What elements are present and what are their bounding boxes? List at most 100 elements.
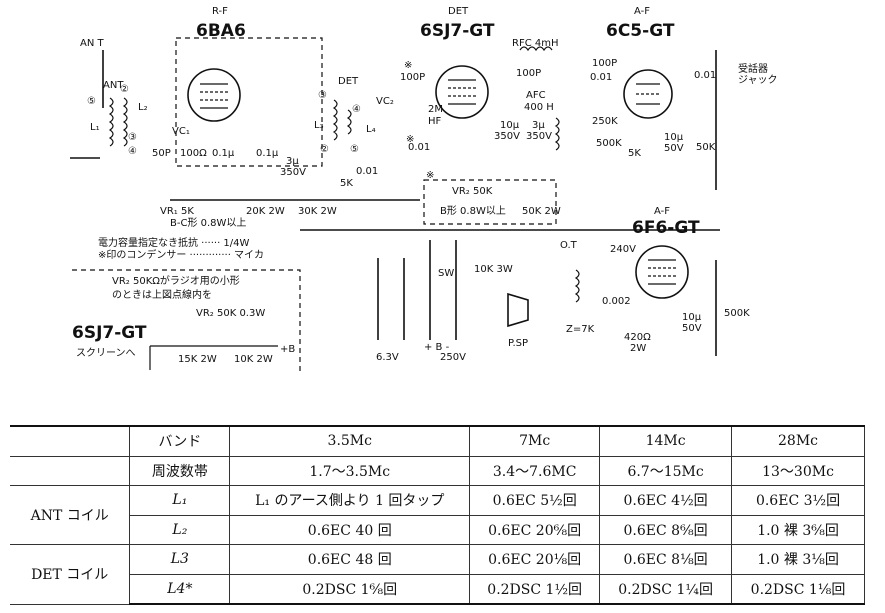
- b250-label: 250V: [440, 352, 466, 363]
- coil-num-4a: ④: [128, 146, 137, 157]
- af-tube-6c5gt: A-F 6C5-GT: [606, 6, 675, 119]
- l4-value-1: 0.2DSC 1⁶⁄₈回: [229, 573, 471, 605]
- speaker-icon: [507, 292, 529, 328]
- c001d-label: 0.01: [694, 70, 716, 81]
- r500k-b-label: 500K: [724, 308, 750, 319]
- rfc-coil: [519, 46, 553, 52]
- table-row: L4* 0.2DSC 1⁶⁄₈回 0.2DSC 1½回 0.2DSC 1¼回 0…: [10, 573, 865, 605]
- header-band-label: バンド: [129, 425, 231, 457]
- sw-label: SW: [438, 268, 454, 279]
- l2-value-3: 0.6EC 8⁶⁄₈回: [599, 514, 733, 545]
- r2m-label: 2M: [428, 104, 443, 115]
- vr2-label: VR₂ 50K: [452, 186, 493, 197]
- l2-sub: L₂: [129, 514, 231, 545]
- range-value-3: 6.7〜15Mc: [599, 455, 733, 486]
- note-dashed-border: [72, 269, 301, 372]
- ant-coil-group: ANT コイル: [10, 485, 131, 545]
- coil-winding-table: バンド 3.5Mc 7Mc 14Mc 28Mc 周波数帯 1.7〜3.5Mc 3…: [10, 425, 865, 605]
- af1-tube-envelope: [623, 69, 673, 119]
- mark-a: ※: [404, 60, 412, 71]
- c01a-label: 0.1μ: [212, 148, 235, 159]
- coil-num-3a: ③: [128, 132, 137, 143]
- coil-num-4b: ④: [352, 104, 361, 115]
- antenna-section: AN T ANT ⑤ ② ③ ④ L₁ L₂ VC₁ 50P: [80, 38, 190, 159]
- hf-label: HF: [428, 116, 442, 127]
- r20k-label: 20K 2W: [246, 206, 285, 217]
- r250k-label: 250K: [592, 116, 618, 127]
- rf-tube-role: R-F: [212, 6, 228, 17]
- table-row: バンド 3.5Mc 7Mc 14Mc 28Mc: [10, 425, 865, 457]
- phones-label: 受話器ジャック: [738, 62, 778, 86]
- table-row: 周波数帯 1.7〜3.5Mc 3.4〜7.6MC 6.7〜15Mc 13〜30M…: [10, 455, 865, 486]
- v240-label: 240V: [610, 244, 636, 255]
- supply-leads: [377, 240, 457, 340]
- table-row: ANT コイル L₁ L₁ のアース側より 1 回タップ 0.6EC 5½回 0…: [10, 485, 865, 545]
- rf-shield-box: [175, 37, 323, 167]
- af2-tube-role: A-F: [654, 206, 670, 217]
- vr1-label: VR₁ 5K: [160, 206, 194, 217]
- l1-value-2: 0.6EC 5½回: [469, 485, 601, 516]
- note-r15k-label: 15K 2W: [178, 354, 217, 365]
- header-band-2: 7Mc: [469, 425, 601, 457]
- c001a-label: 0.01: [408, 142, 430, 153]
- l1-label: L₁: [90, 122, 100, 133]
- afc-choke: [554, 117, 560, 151]
- c001c-label: 0.01: [590, 72, 612, 83]
- l4-value-3: 0.2DSC 1¼回: [599, 573, 733, 605]
- c01b-label: 0.1μ: [256, 148, 279, 159]
- af-tube-6f6gt: A-F 6F6-GT: [632, 206, 700, 299]
- r100-label: 100Ω: [180, 148, 207, 159]
- l2-coil: [122, 97, 128, 147]
- coil-num-2a: ②: [120, 84, 129, 95]
- c100p-c-label: 100P: [592, 58, 617, 69]
- range-label: 周波数帯: [129, 455, 231, 486]
- l1-value-4: 0.6EC 3½回: [731, 485, 865, 516]
- coil-num-5b: ⑤: [350, 144, 359, 155]
- l2-value-4: 1.0 裸 3⁶⁄₈回: [731, 514, 865, 545]
- vc1-label: VC₁: [172, 126, 190, 137]
- header-band-3: 14Mc: [599, 425, 733, 457]
- r5k-b-label: 5K: [628, 148, 641, 159]
- r10k3w-label: 10K 3W: [474, 264, 513, 275]
- r5k-label: 5K: [340, 178, 353, 189]
- coil-num-2b: ②: [320, 144, 329, 155]
- output-transformer: [574, 269, 580, 303]
- range-value-2: 3.4〜7.6MC: [469, 455, 601, 486]
- l4-sub: L4*: [129, 573, 231, 605]
- afc-label: AFC: [526, 90, 546, 101]
- legend-line-2: ※印のコンデンサー ············· マイカ: [98, 248, 264, 261]
- l1-coil: [108, 97, 114, 147]
- c0002-label: 0.002: [602, 296, 631, 307]
- af1-tube-name: 6C5-GT: [606, 21, 675, 41]
- vr2-note: B形 0.8W以上: [440, 205, 506, 217]
- plusb-label: + B -: [424, 342, 450, 353]
- r30k-label: 30K 2W: [298, 206, 337, 217]
- det-coil-group: DET コイル: [10, 544, 131, 605]
- ant1-label: AN T: [80, 38, 105, 49]
- note-line-1: VR₂ 50KΩがラジオ用の小形: [112, 274, 240, 287]
- l4-value-4: 0.2DSC 1⅛回: [731, 573, 865, 605]
- c001b-label: 0.01: [356, 166, 378, 177]
- note-b-label: +B: [280, 344, 295, 355]
- note-r10k-label: 10K 2W: [234, 354, 273, 365]
- header-band-4: 28Mc: [731, 425, 865, 457]
- legend-line-1: 電力容量指定なき抵抗 ······ 1/4W: [98, 236, 250, 249]
- rf-tube-name: 6BA6: [196, 21, 246, 41]
- l3-value-1: 0.6EC 48 回: [229, 544, 471, 575]
- range-value-4: 13〜30Mc: [731, 455, 865, 486]
- table-row: L₂ 0.6EC 40 回 0.6EC 20⁶⁄₈回 0.6EC 8⁶⁄₈回 1…: [10, 514, 865, 545]
- coil-num-5a: ⑤: [87, 96, 96, 107]
- rf-tube-6ba6: R-F 6BA6: [187, 6, 246, 122]
- det-tube-name: 6SJ7-GT: [420, 21, 495, 41]
- note-divider-wire: [149, 345, 278, 370]
- vr2-dashed-box: [423, 179, 557, 225]
- l1-value-1: L₁ のアース側より 1 回タップ: [229, 485, 471, 516]
- vr1-note: B-C形 0.8W以上: [170, 217, 246, 229]
- af2-tube-name: 6F6-GT: [632, 218, 700, 238]
- l1-value-3: 0.6EC 4½回: [599, 485, 733, 516]
- afc-h-label: 400 H: [524, 102, 554, 113]
- r500k-a-label: 500K: [596, 138, 622, 149]
- l2-value-2: 0.6EC 20⁶⁄₈回: [469, 514, 601, 545]
